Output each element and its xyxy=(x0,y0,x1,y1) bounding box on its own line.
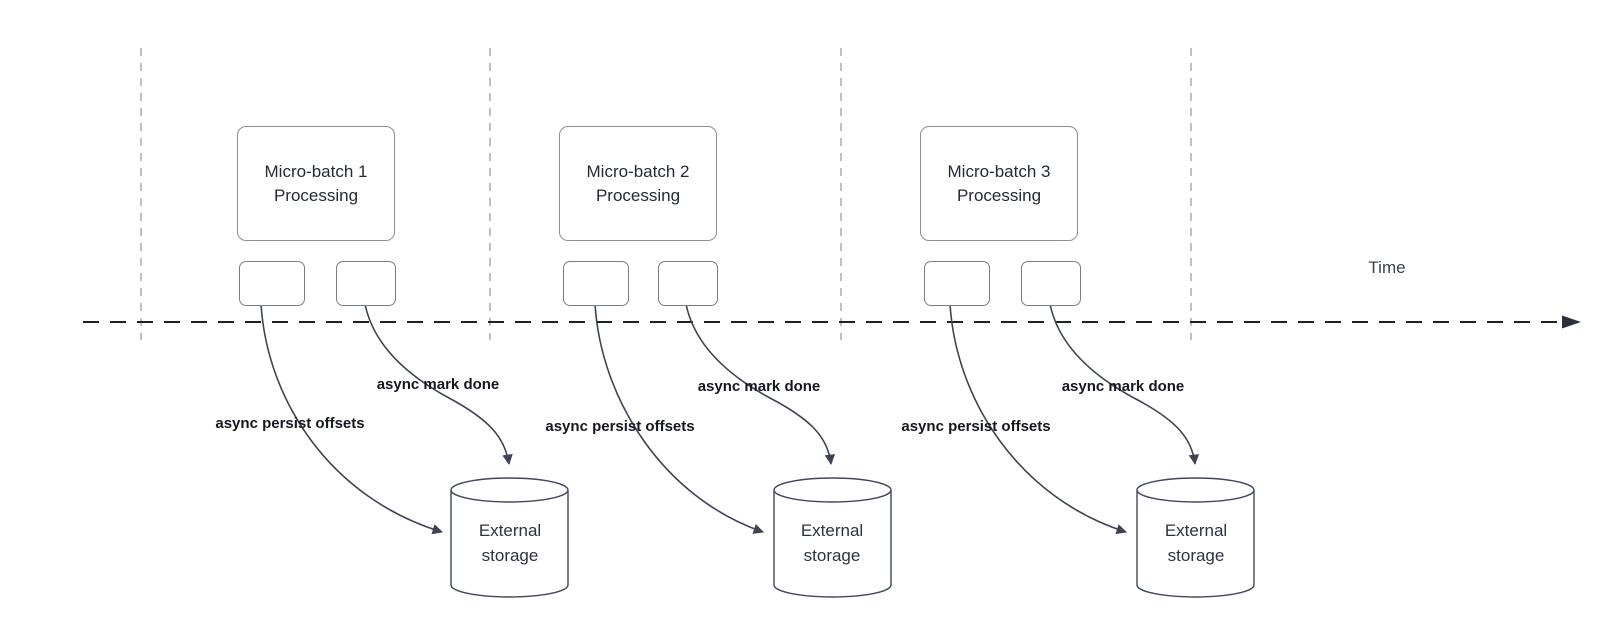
mark-done-label-3: async mark done xyxy=(1061,378,1185,395)
micro-batch-2-processing-label: Micro-batch 2 Processing xyxy=(586,161,690,205)
persist-offsets-arrow-1 xyxy=(260,303,443,535)
external-storage-label-3: External storage xyxy=(1164,521,1228,565)
external-storage-label-2: External storage xyxy=(800,521,864,565)
mark-done-arrow-3 xyxy=(1049,303,1200,466)
offset-commit-stub-2 xyxy=(563,261,629,306)
mark-done-arrow-2 xyxy=(685,303,836,466)
mark-done-arrow-1 xyxy=(364,303,513,466)
mark-done-label-2: async mark done xyxy=(697,378,821,395)
external-storage-label-1: External storage xyxy=(478,521,542,565)
time-axis-arrowhead-icon xyxy=(1562,315,1581,329)
time-axis-label: Time xyxy=(1368,258,1406,277)
external-storage-cylinder-2 xyxy=(773,477,892,598)
micro-batch-2-processing-box: Micro-batch 2 Processing xyxy=(559,126,717,241)
persist-offsets-label-2: async persist offsets xyxy=(545,418,695,435)
mark-done-stub-1 xyxy=(336,261,396,306)
persist-offsets-arrow-2 xyxy=(594,303,764,534)
offset-commit-stub-3 xyxy=(924,261,990,306)
mark-done-stub-2 xyxy=(658,261,718,306)
external-storage-cylinder-3 xyxy=(1136,477,1255,598)
offset-commit-stub-1 xyxy=(239,261,305,306)
micro-batch-3-processing-box: Micro-batch 3 Processing xyxy=(920,126,1078,241)
micro-batch-1-processing-label: Micro-batch 1 Processing xyxy=(264,161,368,205)
persist-offsets-label-1: async persist offsets xyxy=(215,415,365,432)
micro-batch-3-processing-label: Micro-batch 3 Processing xyxy=(947,161,1051,205)
mark-done-stub-3 xyxy=(1021,261,1081,306)
micro-batch-1-processing-box: Micro-batch 1 Processing xyxy=(237,126,395,241)
persist-offsets-label-3: async persist offsets xyxy=(901,418,1051,435)
mark-done-label-1: async mark done xyxy=(376,376,500,393)
persist-offsets-arrow-3 xyxy=(949,303,1127,535)
external-storage-cylinder-1 xyxy=(450,477,569,598)
